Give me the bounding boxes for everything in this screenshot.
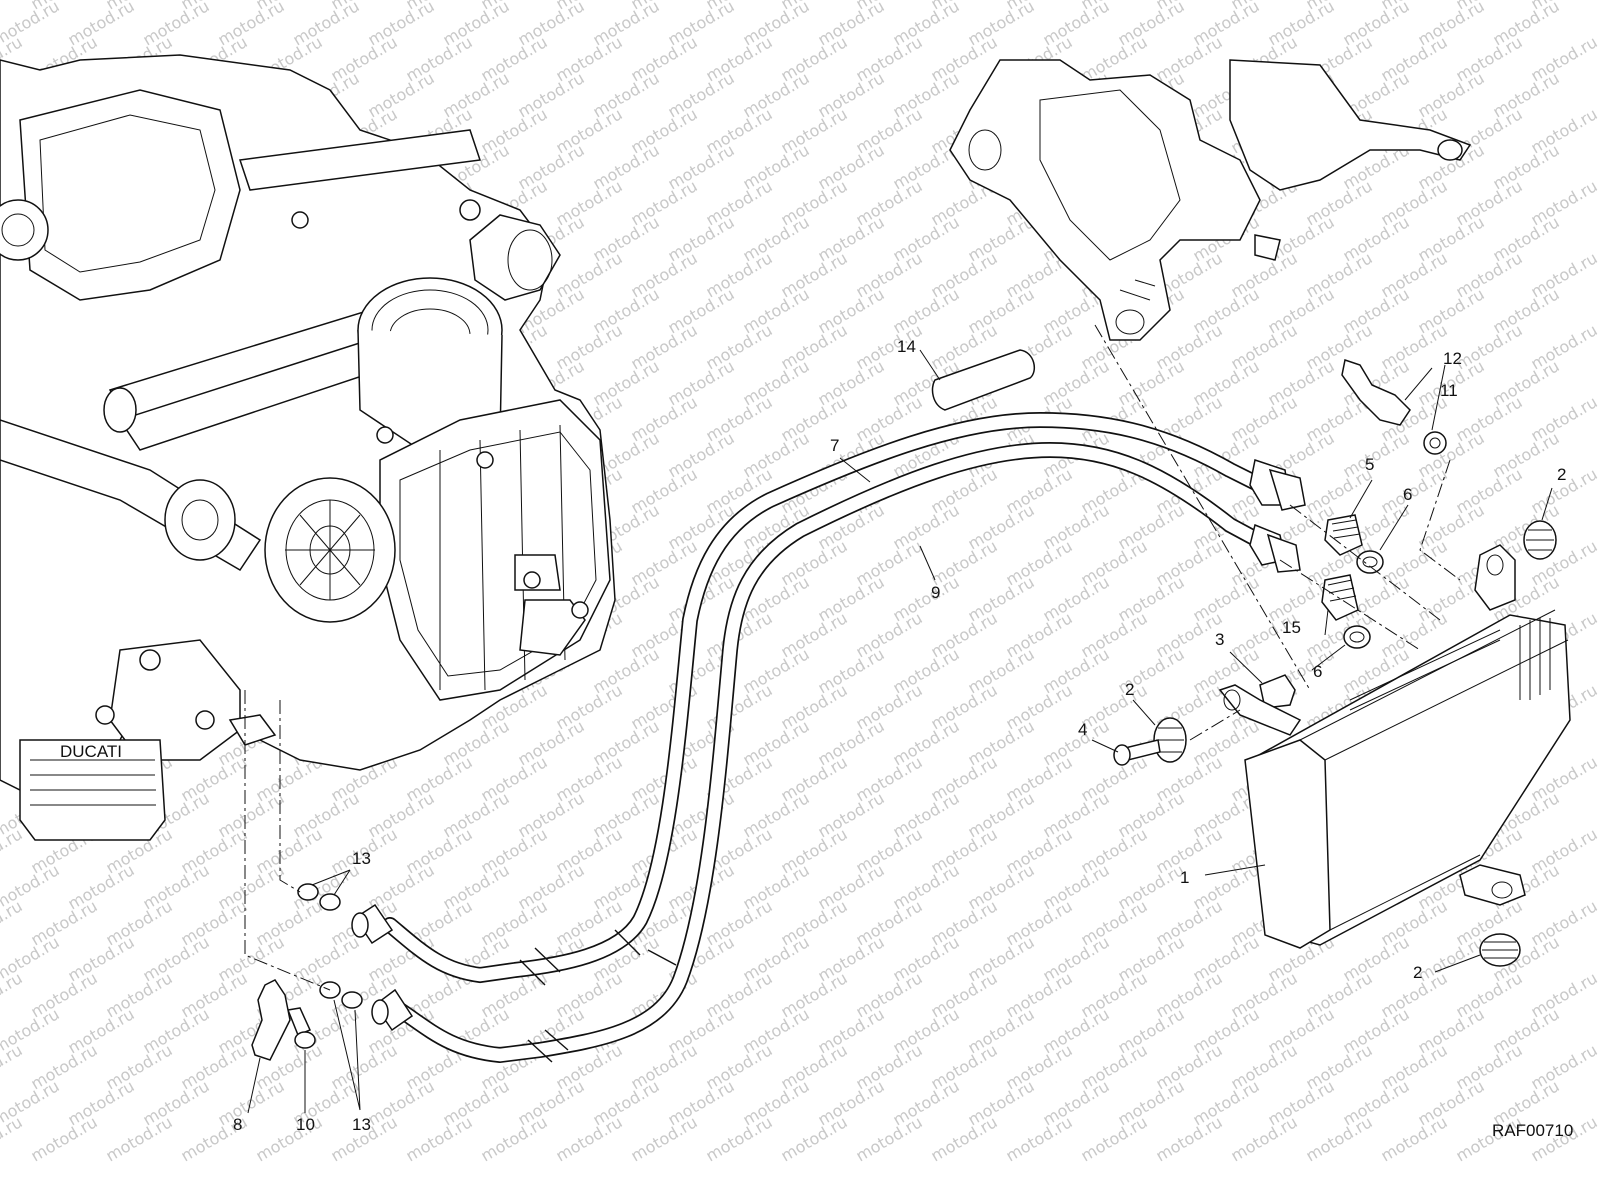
watermark-text: motod.ru [553,1112,626,1165]
watermark-text: motod.ru [1153,1112,1226,1165]
o-ring-part-6a [1356,550,1384,574]
assembly-lines [244,324,1461,991]
watermark-text: motod.ru [1228,1112,1301,1165]
callout-labels: 1 2 2 2 3 4 5 6 6 7 8 9 10 11 12 13 13 1… [233,337,1573,1140]
callout-2-top: 2 [1557,465,1566,484]
bolt-part-10 [286,1007,312,1036]
callout-5: 5 [1365,455,1374,474]
callout-11: 11 [1440,381,1458,400]
drawing-code: RAF00710 [1492,1121,1573,1140]
leader-lines [247,349,1553,1114]
watermark-text: motod.ru [778,1112,851,1165]
callout-14: 14 [897,337,916,356]
watermark-text: motod.ru [628,1112,701,1165]
o-ring-part-13a [297,883,319,901]
grommet-part-2c [1479,933,1521,967]
callout-4: 4 [1078,720,1087,739]
callout-6-upper: 6 [1403,485,1412,504]
callout-10: 10 [296,1115,315,1134]
callout-8: 8 [233,1115,242,1134]
watermark-text: motod.ru [103,1112,176,1165]
callout-7: 7 [830,436,839,455]
watermark-text: motod.ru [0,1040,26,1093]
watermark-text: motod.ru [0,968,26,1021]
callout-2-bottom: 2 [1413,963,1422,982]
watermark-text: motod.ru [703,1112,776,1165]
callout-2-mid: 2 [1125,680,1134,699]
watermark-text: motod.ru [1378,1112,1451,1165]
washer-part-11 [1423,431,1447,455]
watermark-text: motod.ru [853,1112,926,1165]
grommet-part-2a [1523,520,1557,560]
callout-1: 1 [1180,868,1189,887]
adapter-part-5 [1324,514,1363,556]
watermark-text: motod.ru [403,1112,476,1165]
o-ring-part-6b [1343,625,1371,649]
sleeve-part-14 [931,349,1036,411]
callout-13-lower: 13 [352,1115,371,1134]
small-parts [251,349,1557,1061]
watermark-text: motod.ru [0,0,26,13]
clamp-part-8 [251,979,291,1061]
watermark-text: motod.ru [28,1112,101,1165]
sensor-part-12 [1341,359,1411,426]
o-ring-part-13b [319,893,341,911]
callout-12: 12 [1443,349,1462,368]
engine-assembly: DUCATI [0,54,616,841]
engine-brand-text: DUCATI [60,742,122,761]
watermark-text: motod.ru [0,824,26,877]
watermark-text: motod.ru [1303,1112,1376,1165]
oil-hoses [351,411,1306,1064]
subframe-bracket [949,59,1472,341]
oil-cooler-part-1 [1218,544,1571,949]
o-ring-part-13d [341,991,363,1009]
watermark-text: motod.ru [928,1112,1001,1165]
callout-9: 9 [931,583,940,602]
callout-13-upper: 13 [352,849,371,868]
callout-3: 3 [1215,630,1224,649]
adapter-part-15 [1321,574,1359,621]
callout-15: 15 [1282,618,1301,637]
grommet-part-2b [1153,717,1187,763]
watermark-text: motod.ru [478,1112,551,1165]
watermark-text: motod.ru [1003,1112,1076,1165]
callout-6-lower: 6 [1313,662,1322,681]
watermark-text: motod.ru [1078,1112,1151,1165]
watermark-text: motod.ru [0,896,26,949]
watermark-text: motod.ru [0,1112,26,1165]
